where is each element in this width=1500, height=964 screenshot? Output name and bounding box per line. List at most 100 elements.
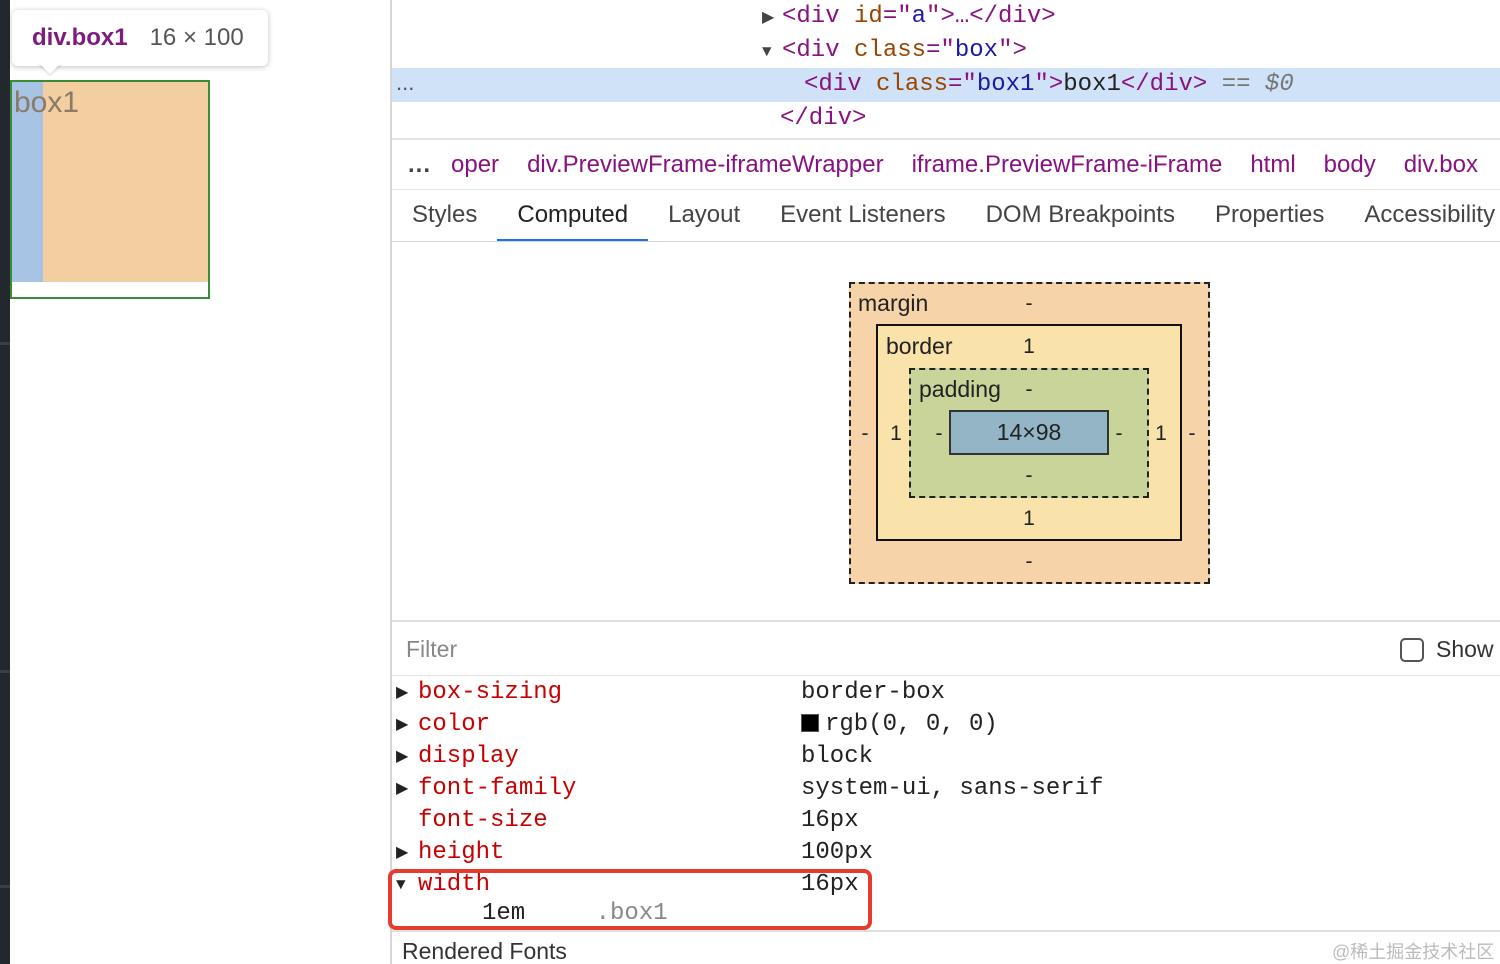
edge-mark: [0, 670, 10, 673]
tab-dom-breakpoints[interactable]: DOM Breakpoints: [985, 201, 1175, 228]
breadcrumb-item[interactable]: oper: [451, 150, 500, 178]
tab-event-listeners[interactable]: Event Listeners: [780, 201, 946, 228]
margin-top-value[interactable]: -: [1025, 292, 1033, 315]
collapse-triangle-icon[interactable]: ▼: [762, 43, 772, 61]
property-name: width: [418, 871, 491, 898]
tab-layout[interactable]: Layout: [668, 201, 741, 228]
watermark: @稀土掘金技术社区: [1332, 942, 1495, 962]
margin-left-value[interactable]: -: [861, 422, 869, 445]
padding-left-value[interactable]: -: [935, 422, 943, 445]
show-all-checkbox[interactable]: [1400, 638, 1424, 662]
filter-bar: Filter Show: [392, 620, 1500, 676]
border-label: border: [886, 333, 953, 359]
edge-mark: [0, 885, 10, 888]
dom-tag: ">: [998, 37, 1027, 64]
expand-triangle-icon[interactable]: ▶: [396, 780, 409, 798]
breadcrumb-item[interactable]: div.PreviewFrame-iframeWrapper: [527, 150, 884, 178]
property-value: border-box: [801, 679, 946, 706]
computed-property-row[interactable]: ▶ display block: [392, 741, 1500, 773]
box-model-content[interactable]: 14×98: [949, 410, 1109, 455]
padding-top-value[interactable]: -: [1025, 378, 1033, 401]
dom-attr-value: a: [911, 3, 927, 30]
computed-property-row[interactable]: ▼ width 16px: [392, 869, 1500, 901]
tab-properties[interactable]: Properties: [1214, 201, 1325, 228]
tab-styles[interactable]: Styles: [412, 201, 478, 228]
border-left-value[interactable]: 1: [890, 422, 902, 445]
breadcrumb-item[interactable]: html: [1250, 150, 1296, 178]
dom-node-close-div[interactable]: </div>: [780, 102, 866, 136]
dom-selected-row[interactable]: [392, 68, 1500, 102]
margin-right-value[interactable]: -: [1188, 422, 1196, 445]
breadcrumb-item[interactable]: iframe.PreviewFrame-iFrame: [911, 150, 1223, 178]
rendered-fonts-section: Rendered Fonts @稀土掘金技术社区: [392, 930, 1500, 964]
computed-property-row[interactable]: font-size 16px: [392, 805, 1500, 837]
expand-triangle-icon[interactable]: ▶: [762, 9, 775, 27]
padding-bottom-value[interactable]: -: [1025, 464, 1033, 487]
border-bottom-value[interactable]: 1: [1023, 507, 1035, 530]
dom-attr-name: class: [876, 71, 949, 98]
computed-property-row[interactable]: ▶ font-family system-ui, sans-serif: [392, 773, 1500, 805]
margin-bottom-value[interactable]: -: [1025, 550, 1033, 573]
tab-accessibility[interactable]: Accessibility: [1364, 201, 1496, 228]
padding-label: padding: [919, 376, 1001, 402]
computed-property-row[interactable]: ▶ color rgb(0, 0, 0): [392, 709, 1500, 741]
inspect-tooltip: div.box1 16 × 100: [12, 10, 268, 66]
dom-console-var: $0: [1264, 71, 1294, 98]
property-value: rgb(0, 0, 0): [825, 711, 998, 738]
computed-property-row[interactable]: ▶ box-sizing border-box: [392, 677, 1500, 709]
expand-triangle-icon[interactable]: ▶: [396, 748, 409, 766]
dom-punct: =": [926, 37, 955, 64]
tooltip-arrow: [38, 62, 62, 74]
expand-triangle-icon[interactable]: ▶: [396, 684, 409, 702]
property-value: 16px: [801, 871, 859, 898]
filter-input[interactable]: Filter: [406, 636, 458, 662]
box1-highlight[interactable]: [12, 82, 43, 282]
breadcrumb-item[interactable]: body: [1323, 150, 1376, 178]
collapse-triangle-icon[interactable]: ▼: [396, 876, 406, 894]
dom-tag: <div: [782, 37, 855, 64]
breadcrumb-more-button[interactable]: ...: [408, 150, 432, 178]
tab-computed[interactable]: Computed: [497, 190, 648, 241]
dom-tag: <div: [782, 3, 855, 30]
margin-label: margin: [858, 290, 929, 316]
property-value: 100px: [801, 839, 874, 866]
property-value: system-ui, sans-serif: [801, 775, 1104, 802]
expand-triangle-icon[interactable]: ▶: [396, 844, 409, 862]
edge-mark: [0, 342, 10, 345]
width-trace-row[interactable]: 1em .box1: [482, 898, 668, 930]
property-value-color: rgb(0, 0, 0): [801, 709, 998, 741]
dom-attr-name: class: [854, 37, 927, 64]
dom-attr-value: box1: [976, 71, 1035, 98]
computed-property-row[interactable]: ▶ height 100px: [392, 837, 1500, 869]
border-right-value[interactable]: 1: [1155, 422, 1167, 445]
dom-node-div-a[interactable]: ▶<div id="a">…</div>: [762, 0, 1056, 34]
devtools-panel: ... ▶<div id="a">…</div> ▼<div class="bo…: [388, 0, 1500, 964]
annotation-highlight-box: [388, 869, 872, 930]
breadcrumb-item[interactable]: div.box: [1403, 150, 1478, 178]
dom-punct: =": [948, 71, 977, 98]
devtools-tabs: Styles Computed Layout Event Listeners D…: [392, 190, 1500, 242]
dom-tag: </div>: [780, 105, 867, 132]
color-swatch-icon[interactable]: [801, 714, 819, 732]
show-all-label[interactable]: Show: [1436, 636, 1494, 662]
dom-text-node: box1: [1063, 71, 1121, 98]
tooltip-element-size: 16 × 100: [149, 24, 244, 51]
dom-node-div-box[interactable]: ▼<div class="box">: [762, 34, 1027, 68]
tooltip-element-name: div.box1: [32, 24, 128, 51]
property-name: display: [418, 743, 519, 770]
breadcrumb: ... oper div.PreviewFrame-iframeWrapper …: [392, 138, 1500, 190]
box1-text: box1: [14, 86, 80, 119]
dom-tag: <div: [804, 71, 877, 98]
property-name: color: [418, 711, 491, 738]
dom-row-menu-icon[interactable]: ...: [396, 70, 415, 95]
expand-triangle-icon[interactable]: ▶: [396, 716, 409, 734]
dom-tag: ">…</div>: [926, 3, 1056, 30]
dom-node-div-box1[interactable]: <div class="box1">box1</div> == $0: [804, 68, 1294, 102]
border-top-value[interactable]: 1: [1023, 335, 1035, 358]
left-edge-strip: [0, 0, 10, 964]
rendered-fonts-label[interactable]: Rendered Fonts: [402, 938, 567, 964]
pane-divider[interactable]: [390, 0, 392, 964]
padding-right-value[interactable]: -: [1115, 422, 1123, 445]
trace-selector-link[interactable]: .box1: [595, 900, 668, 927]
dom-selected-marker: ==: [1221, 71, 1251, 98]
